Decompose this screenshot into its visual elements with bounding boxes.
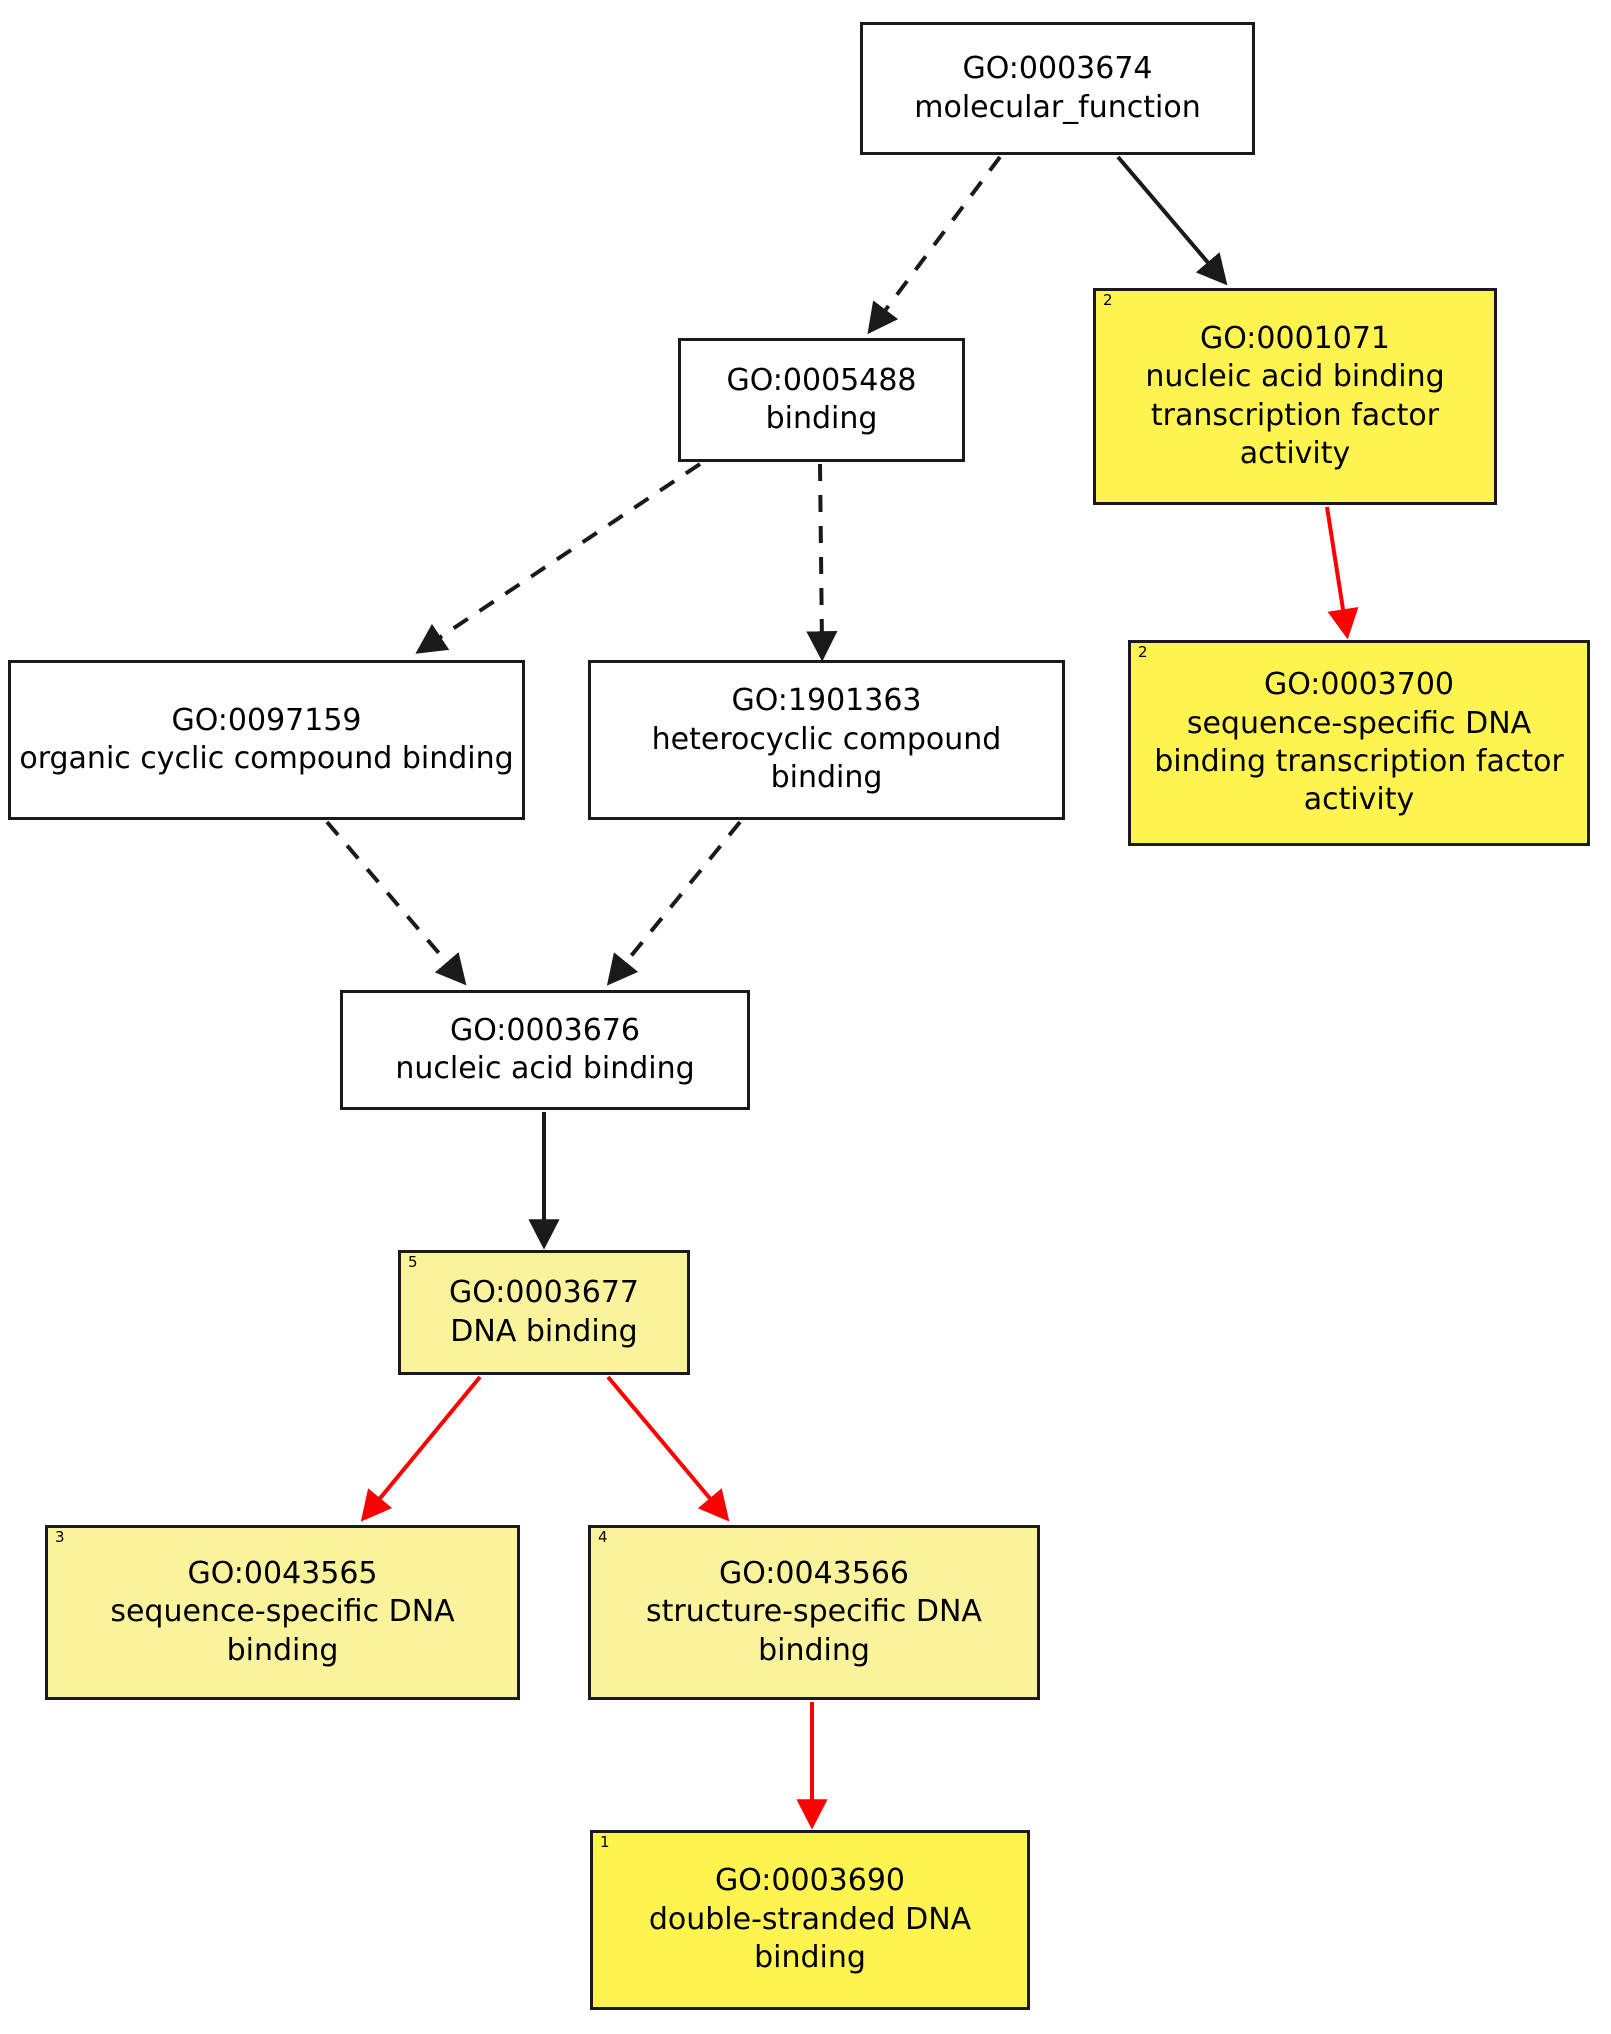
node-badge: 2 (1138, 643, 1148, 661)
go-label: binding (765, 401, 878, 436)
edge-go0003674-go0005488 (867, 155, 1002, 335)
go-label: molecular_function (914, 89, 1201, 125)
go-node-go-0003700[interactable]: 2 GO:0003700 sequence-specific DNA bindi… (1128, 640, 1590, 846)
go-label: nucleic acid binding (395, 1051, 695, 1086)
go-node-go-0043565[interactable]: 3 GO:0043565 sequence-specific DNA bindi… (45, 1525, 520, 1700)
go-label: double-stranded DNA binding (648, 1901, 972, 1976)
go-label: sequence-specific DNA binding (110, 1594, 455, 1668)
go-label: heterocyclic compound binding (651, 721, 1002, 796)
edge-go0003677-go0043565 (360, 1375, 482, 1522)
edge-go0005488-go1901363 (806, 463, 838, 662)
go-node-go-0043566[interactable]: 4 GO:0043566 structure-specific DNA bind… (588, 1525, 1040, 1700)
go-label: organic cyclic compound binding (19, 741, 514, 776)
go-id: GO:0003677 (448, 1275, 640, 1311)
go-node-go-0003676[interactable]: GO:0003676 nucleic acid binding (340, 990, 750, 1110)
node-badge: 3 (55, 1528, 65, 1546)
go-node-go-0003677[interactable]: 5 GO:0003677 DNA binding (398, 1250, 690, 1375)
go-node-go-0005488[interactable]: GO:0005488 binding (678, 338, 965, 462)
go-label: structure-specific DNA binding (646, 1594, 982, 1668)
go-label: DNA binding (450, 1313, 638, 1349)
go-node-go-0003690[interactable]: 1 GO:0003690 double-stranded DNA binding (590, 1830, 1030, 2010)
node-badge: 1 (600, 1833, 610, 1851)
go-label: nucleic acid binding transcription facto… (1145, 359, 1445, 471)
edge-go1901363-go0003676 (606, 820, 742, 986)
go-id: GO:0001071 (1199, 320, 1391, 356)
go-id: GO:0043566 (718, 1555, 910, 1591)
go-label: sequence-specific DNA binding transcript… (1154, 705, 1564, 818)
edge-go0003677-go0043566 (606, 1375, 730, 1522)
go-id: GO:0097159 (171, 702, 362, 738)
node-badge: 5 (408, 1253, 418, 1271)
edge-go0005488-go0097159 (415, 462, 702, 654)
go-id: GO:1901363 (731, 683, 922, 719)
go-node-go-0001071[interactable]: 2 GO:0001071 nucleic acid binding transc… (1093, 288, 1497, 505)
go-node-go-0003674[interactable]: GO:0003674 molecular_function (860, 22, 1255, 155)
go-id: GO:0003674 (962, 51, 1153, 87)
go-id: GO:0043565 (187, 1555, 378, 1591)
go-id: GO:0003690 (714, 1863, 906, 1899)
go-id: GO:0003700 (1263, 667, 1455, 703)
edge-go0001071-go0003700 (1325, 506, 1359, 640)
node-badge: 2 (1103, 291, 1113, 309)
go-node-go-1901363[interactable]: GO:1901363 heterocyclic compound binding (588, 660, 1065, 820)
go-id: GO:0003676 (449, 1012, 641, 1048)
edge-go0097159-go0003676 (325, 820, 467, 986)
go-id: GO:0005488 (726, 362, 917, 398)
go-node-go-0097159[interactable]: GO:0097159 organic cyclic compound bindi… (8, 660, 525, 820)
node-badge: 4 (598, 1528, 608, 1546)
edge-go0003674-go0001071 (1116, 155, 1228, 286)
